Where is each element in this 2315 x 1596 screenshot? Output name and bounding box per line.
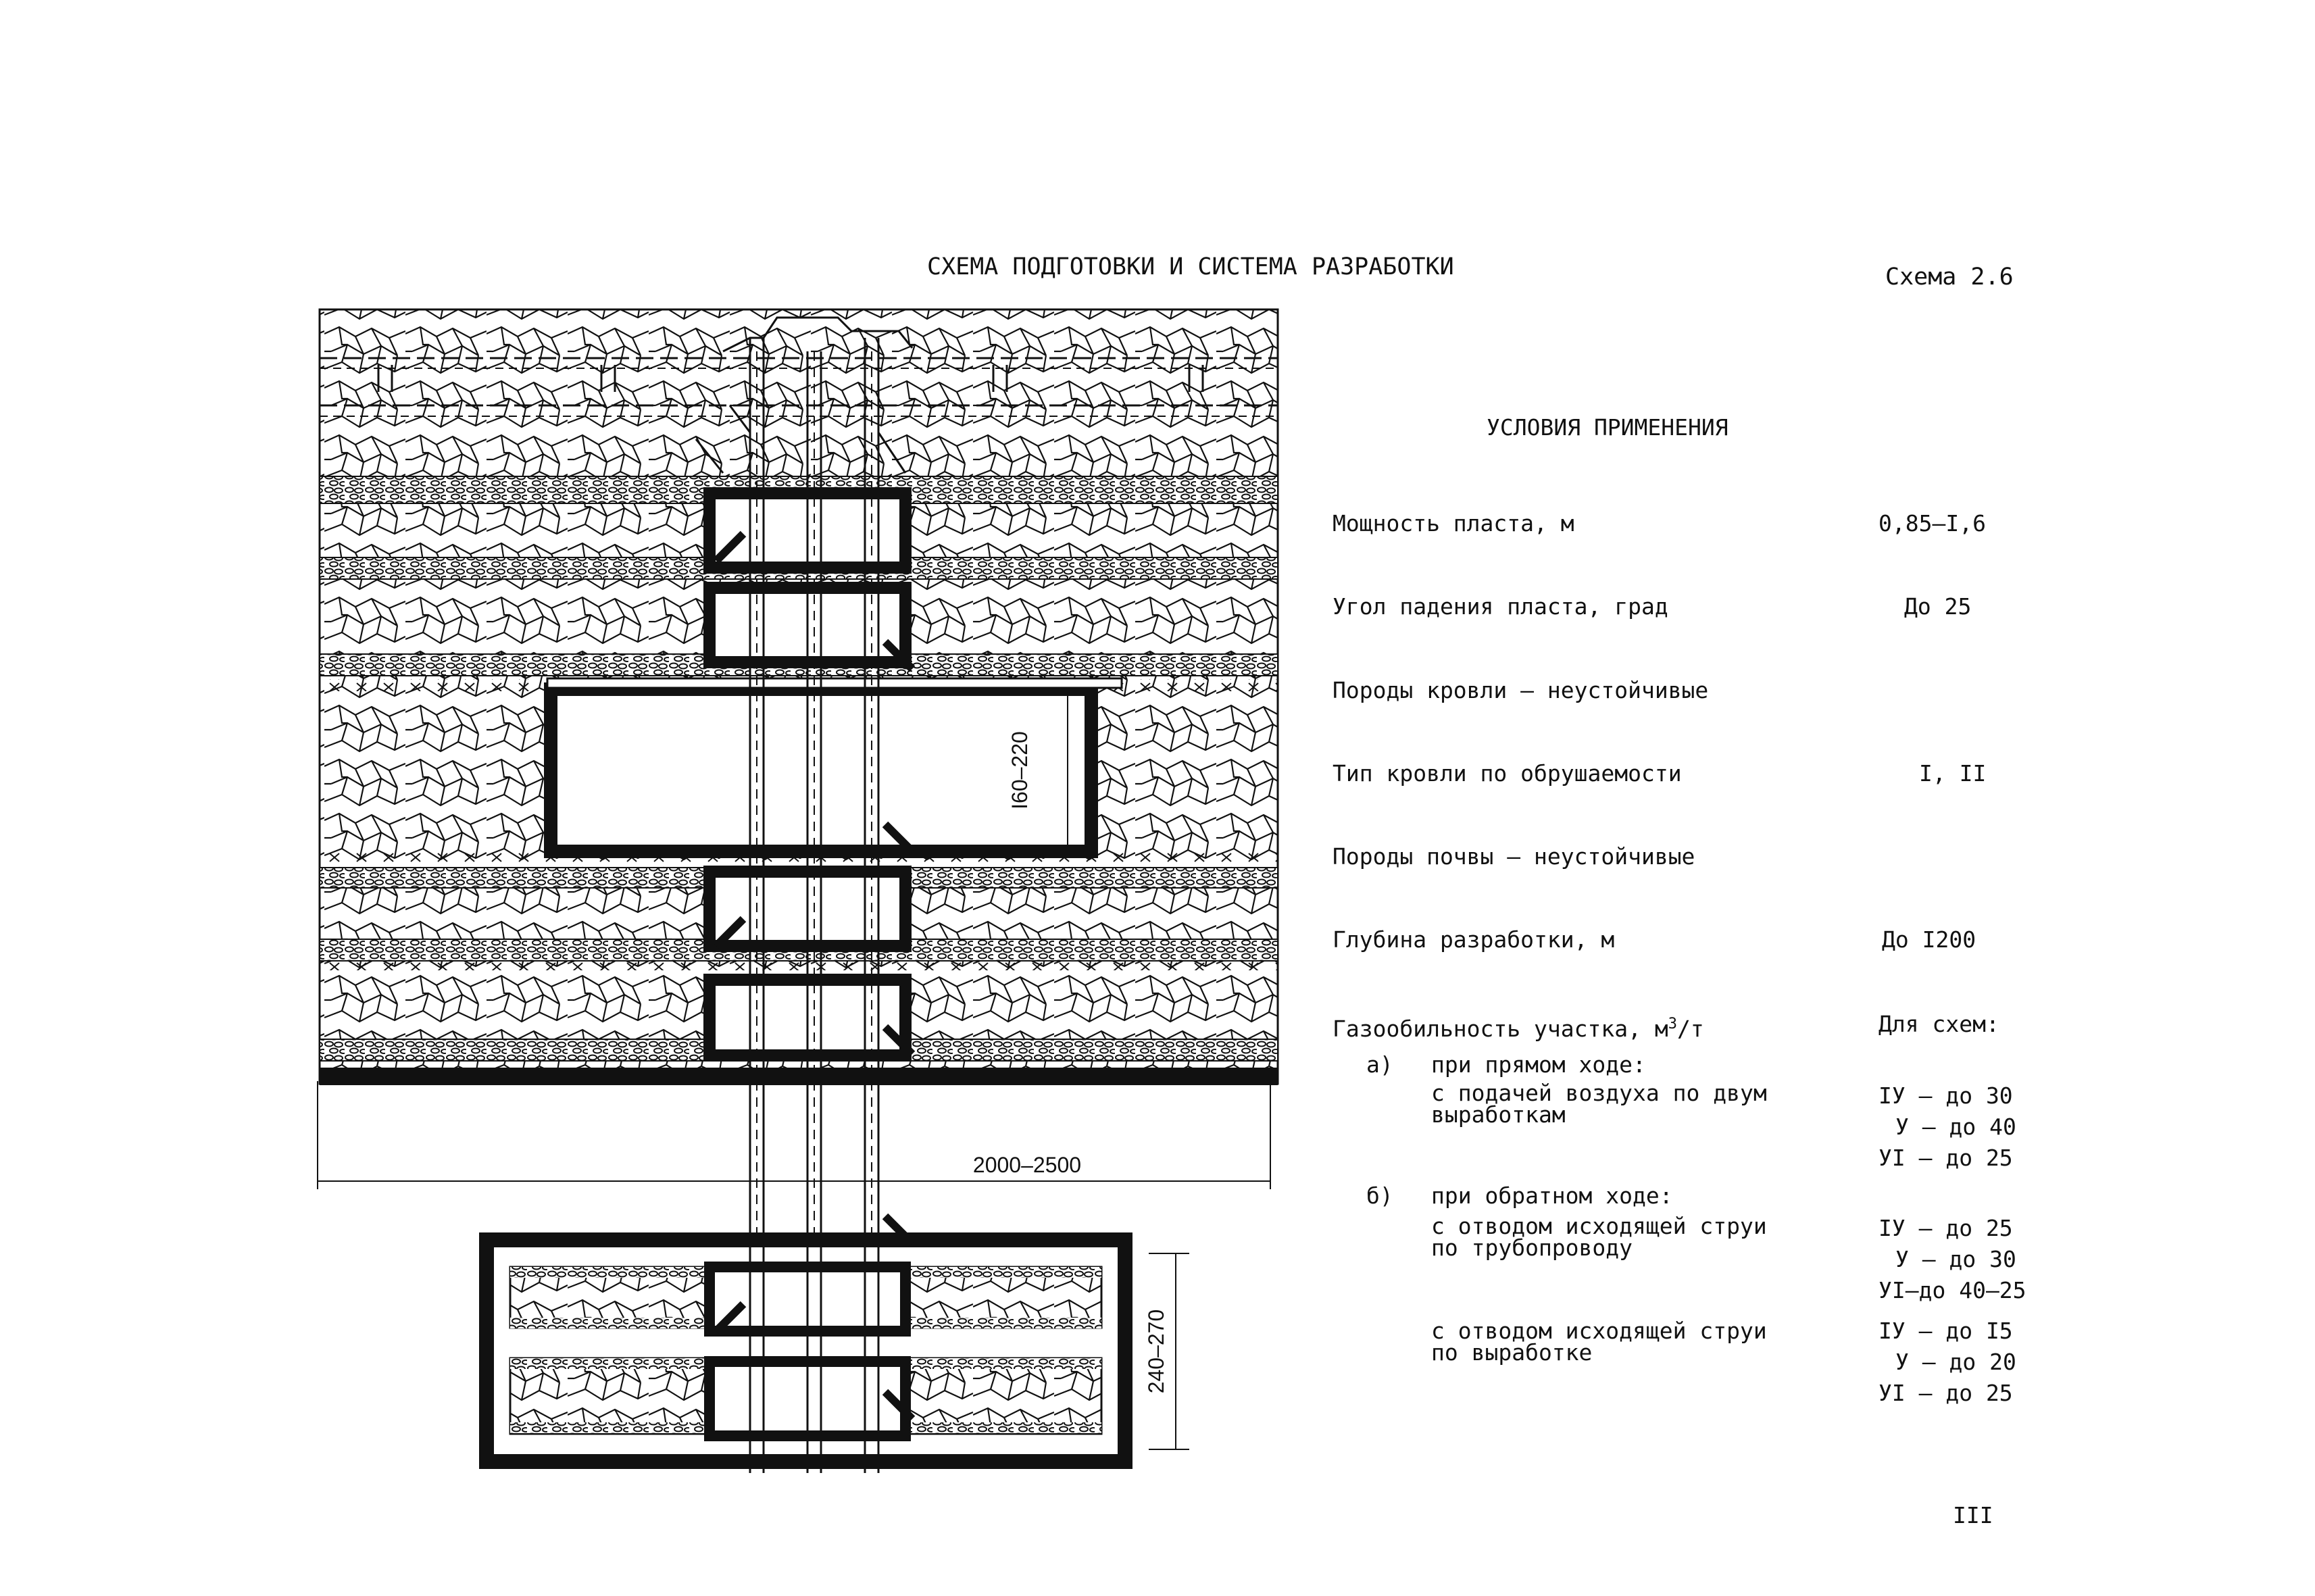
gas-a-value: УI – до 25	[1878, 1145, 2013, 1171]
gas-b2-value: УI – до 25	[1878, 1380, 2013, 1406]
condition-value: I, II	[1919, 760, 1987, 787]
dim-length: 2000–2500	[973, 1153, 1081, 1177]
dim-height-bottom: 240–270	[1144, 1310, 1168, 1394]
condition-label: Глубина разработки, м	[1333, 926, 1615, 953]
gas-b2-line2: по выработке	[1431, 1339, 1593, 1366]
gas-a-sub-line2: выработкам	[1431, 1101, 1566, 1128]
condition-label: Породы почвы – неустойчивые	[1333, 843, 1695, 870]
gas-b-title: при обратном ходе:	[1431, 1182, 1673, 1209]
conditions-heading: УСЛОВИЯ ПРИМЕНЕНИЯ	[1487, 414, 1728, 441]
gas-b1-value: У – до 30	[1895, 1246, 2016, 1272]
gas-label-prefix: Газообильность участка, м	[1333, 1016, 1668, 1042]
gas-label-sup: 3	[1668, 1016, 1677, 1032]
gas-value: Для схем:	[1878, 1011, 1999, 1037]
condition-label: Угол падения пласта, град	[1333, 593, 1668, 620]
condition-value: До I200	[1882, 926, 1976, 953]
gas-b1-line1: с отводом исходящей струи	[1431, 1213, 1767, 1239]
gas-a-value: IУ – до 30	[1878, 1082, 2013, 1109]
gas-a-sub-line1: с подачей воздуха по двум	[1431, 1080, 1767, 1106]
gas-b-marker: б)	[1366, 1182, 1393, 1209]
condition-label: Мощность пласта, м	[1333, 510, 1574, 537]
gas-b2-value: IУ – до I5	[1878, 1318, 2013, 1344]
gas-a-marker: а)	[1366, 1051, 1393, 1078]
gas-b2-line1: с отводом исходящей струи	[1431, 1318, 1767, 1344]
gas-b2-value: У – до 20	[1895, 1349, 2016, 1375]
gas-a-value: У – до 40	[1895, 1114, 2016, 1140]
page-number: III	[1953, 1502, 1993, 1528]
page-title: СХЕМА ПОДГОТОВКИ И СИСТЕМА РАЗРАБОТКИ	[927, 253, 1454, 280]
condition-value: 0,85–I,6	[1878, 510, 1986, 537]
condition-label: Тип кровли по обрушаемости	[1333, 760, 1682, 787]
condition-label: Породы кровли – неустойчивые	[1333, 677, 1709, 703]
gas-label-suffix: /т	[1676, 1016, 1704, 1042]
scheme-number: Схема 2.6	[1885, 264, 2014, 291]
gas-label: Газообильность участка, м3/т	[1333, 1012, 1704, 1041]
dim-height-roadway: I60–220	[1007, 731, 1032, 809]
gas-b1-value: УI–до 40–25	[1878, 1277, 2026, 1303]
gas-b1-value: IУ – до 25	[1878, 1215, 2013, 1241]
gas-b1-line2: по трубопроводу	[1431, 1235, 1633, 1261]
gas-a-title: при прямом ходе:	[1431, 1051, 1646, 1078]
condition-value: До 25	[1904, 593, 1972, 620]
